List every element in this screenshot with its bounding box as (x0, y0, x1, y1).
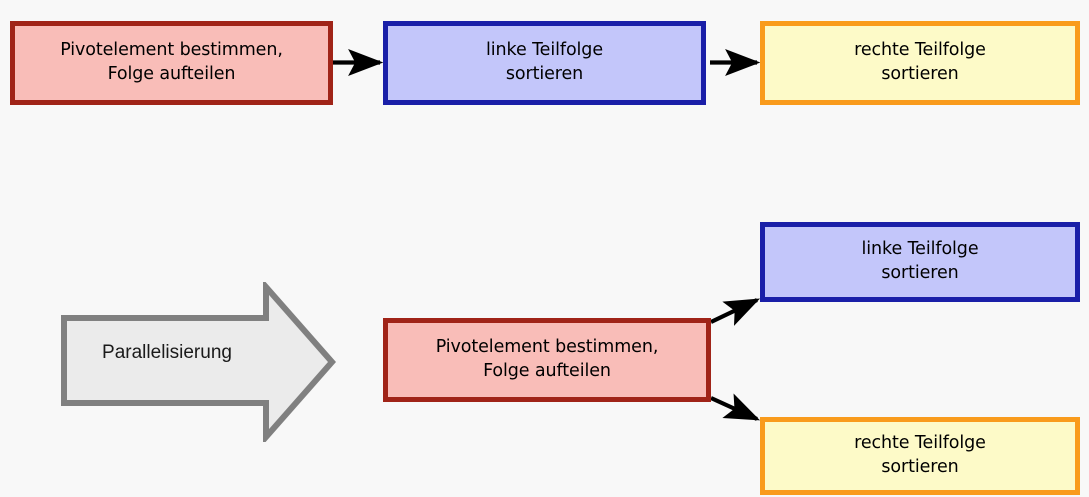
node-right-subsequence-sequential[interactable]: rechte Teilfolge sortieren (760, 21, 1080, 105)
edge-pivot-to-right-parallel (710, 393, 761, 421)
parallelisierung-block-arrow (61, 282, 336, 442)
node-left-subsequence-sequential[interactable]: linke Teilfolge sortieren (383, 21, 706, 105)
node-left-subsequence-parallel[interactable]: linke Teilfolge sortieren (760, 222, 1080, 302)
node-pivot-parallel[interactable]: Pivotelement bestimmen, Folge aufteilen (383, 318, 711, 402)
parallelisierung-label: Parallelisierung (102, 342, 232, 363)
node-pivot-sequential[interactable]: Pivotelement bestimmen, Folge aufteilen (10, 21, 333, 105)
edge-pivot-to-left-parallel (710, 298, 761, 326)
node-right-subsequence-parallel[interactable]: rechte Teilfolge sortieren (760, 417, 1080, 495)
